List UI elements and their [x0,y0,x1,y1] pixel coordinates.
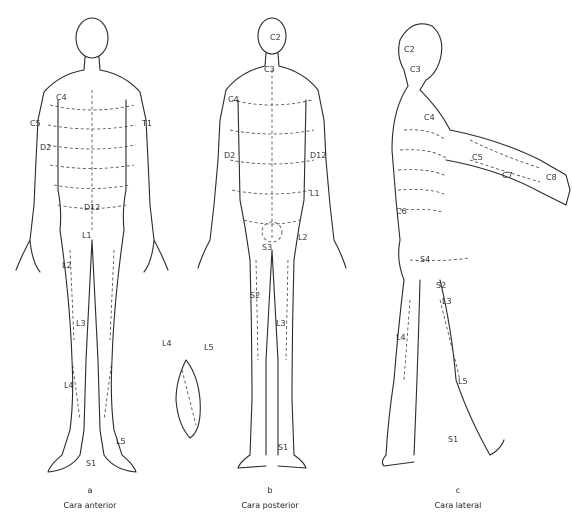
anterior-label-s1: S1 [86,459,96,468]
posterior-label-s2: S2 [250,291,260,300]
panel-posterior: C2 C3 C4 D2 D12 L1 L2 L3 L4 L5 S1 S2 S3 … [162,18,346,510]
anterior-dermatome-lines [48,90,136,420]
posterior-label-s3: S3 [262,243,272,252]
anterior-label-l4: L4 [64,381,74,390]
posterior-labels: C2 C3 C4 D2 D12 L1 L2 L3 L4 L5 S1 S2 S3 [162,33,326,452]
posterior-label-l2: L2 [298,233,308,242]
posterior-body-outline [176,18,346,468]
anterior-label-d12: D12 [84,203,100,212]
posterior-label-l4: L4 [162,339,172,348]
lateral-label-c5: C5 [472,153,483,162]
lateral-label-c3: C3 [410,65,421,74]
posterior-label-s1: S1 [278,443,288,452]
anterior-label-l2: L2 [62,261,72,270]
panel-lateral: C2 C3 C4 C5 C6 C7 C8 S2 S4 L3 L4 L5 S1 c… [382,24,570,510]
panel-anterior: C4 C5 T1 D2 D12 L1 L2 L3 L4 L5 S1 a Cara… [16,18,168,510]
anterior-label-c4: C4 [56,93,67,102]
posterior-label-l1: L1 [310,189,320,198]
anterior-label-c5: C5 [30,119,41,128]
panel-c-letter: c [456,486,460,495]
posterior-label-c2: C2 [270,33,281,42]
lateral-labels: C2 C3 C4 C5 C6 C7 C8 S2 S4 L3 L4 L5 S1 [396,45,557,444]
anterior-body-outline [16,18,168,472]
lateral-label-s1: S1 [448,435,458,444]
lateral-label-l4: L4 [396,333,406,342]
anterior-label-l5: L5 [116,437,126,446]
panel-b-letter: b [267,486,272,495]
anterior-label-l3: L3 [76,319,86,328]
lateral-label-c6: C6 [396,207,407,216]
lateral-label-s4: S4 [420,255,430,264]
panel-a-caption: Cara anterior [64,501,118,510]
posterior-label-l5: L5 [204,343,214,352]
panel-a-letter: a [88,486,93,495]
lateral-label-c7: C7 [502,171,513,180]
lateral-label-c4: C4 [424,113,435,122]
lateral-label-s2: S2 [436,281,446,290]
lateral-label-c8: C8 [546,173,557,182]
anterior-labels: C4 C5 T1 D2 D12 L1 L2 L3 L4 L5 S1 [30,93,152,468]
anterior-label-d2: D2 [40,143,51,152]
posterior-label-d12: D12 [310,151,326,160]
posterior-label-c3: C3 [264,65,275,74]
lateral-label-l5: L5 [458,377,468,386]
lateral-body-outline [382,24,570,466]
panel-c-caption: Cara lateral [435,501,482,510]
posterior-label-l3: L3 [276,319,286,328]
lateral-label-c2: C2 [404,45,415,54]
posterior-label-c4: C4 [228,95,239,104]
anterior-label-t1: T1 [141,119,152,128]
anterior-label-l1: L1 [82,231,92,240]
lateral-label-l3: L3 [442,297,452,306]
panel-b-caption: Cara posterior [241,501,299,510]
posterior-label-d2: D2 [224,151,235,160]
